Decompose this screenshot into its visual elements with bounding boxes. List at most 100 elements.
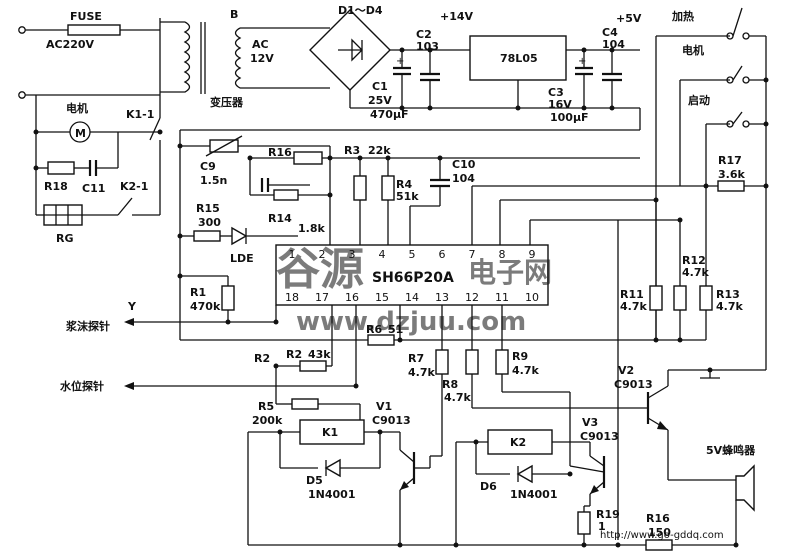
r17-resistor bbox=[717, 180, 745, 192]
r16b-value: 150 bbox=[648, 526, 671, 539]
watermark: 谷源 电子网 www.dzjuu.com bbox=[276, 244, 552, 337]
r16b-resistor bbox=[645, 539, 673, 551]
heat-label: 加热 bbox=[671, 9, 694, 23]
d6-label: D6 bbox=[480, 480, 497, 493]
c10-value: 104 bbox=[452, 172, 475, 185]
d5-label: D5 bbox=[306, 474, 323, 487]
mcu-pin-18: 18 bbox=[285, 291, 299, 304]
transformer-label: 变压器 bbox=[210, 95, 244, 109]
r7-resistor bbox=[435, 349, 449, 375]
r16b-label: R16 bbox=[646, 512, 670, 525]
r16-resistor bbox=[293, 151, 323, 165]
r5-label: R5 bbox=[258, 400, 274, 413]
bridge-diode-symbol bbox=[338, 38, 363, 62]
water-probe-arrow bbox=[124, 382, 134, 390]
y-label: Y bbox=[127, 300, 137, 313]
c2-label: C2 bbox=[416, 28, 432, 41]
r18-resistor bbox=[47, 161, 75, 175]
r11-resistor bbox=[649, 285, 663, 311]
foam-probe-arrow bbox=[124, 318, 134, 326]
r3-label: R3 bbox=[344, 144, 360, 157]
c3-label: C3 bbox=[548, 86, 564, 99]
r2-label: R2 bbox=[254, 352, 270, 365]
base-resistors-section: R7 4.7k R8 4.7k R9 4.7k bbox=[408, 305, 630, 466]
mcu-pin-17: 17 bbox=[315, 291, 329, 304]
mcu-pin-6: 6 bbox=[439, 248, 446, 261]
r11-label: R11 bbox=[620, 288, 644, 301]
watermark-url: www.dzjuu.com bbox=[296, 307, 526, 337]
r15-label: R15 bbox=[196, 202, 220, 215]
v3-label: V3 bbox=[582, 416, 598, 429]
c9-label: C9 bbox=[200, 160, 216, 173]
r3-value: 22k bbox=[368, 144, 391, 157]
ac-label: AC bbox=[252, 38, 269, 51]
pull-resistors-section: R11 4.7k R12 4.7k R13 4.7k bbox=[617, 186, 743, 540]
v2-type: C9013 bbox=[614, 378, 653, 391]
mcu-label: SH66P20A bbox=[372, 270, 454, 286]
v12-label: 12V bbox=[250, 52, 274, 65]
k2-1-label: K2-1 bbox=[120, 180, 148, 193]
k1-relay-coil bbox=[299, 419, 365, 445]
mcu-pin-11: 11 bbox=[495, 291, 509, 304]
c2-value: 103 bbox=[416, 40, 439, 53]
mcu-pin-7: 7 bbox=[469, 248, 476, 261]
water-probe-section: 水位探针 R2 R2 43k R5 200k bbox=[60, 305, 361, 427]
r19-value: 1 bbox=[598, 520, 606, 533]
r12-label: R12 bbox=[682, 254, 706, 267]
r19-resistor bbox=[577, 511, 591, 535]
v1-type: C9013 bbox=[372, 414, 411, 427]
c1-value: 470μF bbox=[370, 108, 409, 121]
r14-resistor bbox=[273, 189, 299, 201]
buzzer-driver-section: V2 C9013 5V蜂鸣器 bbox=[614, 364, 766, 540]
ac-terminal-bottom bbox=[18, 91, 26, 99]
mcu-pin-10: 10 bbox=[525, 291, 539, 304]
mcu-pin-8: 8 bbox=[499, 248, 506, 261]
transformer-primary bbox=[160, 21, 191, 93]
k2-label: K2 bbox=[510, 436, 526, 449]
r9-label: R9 bbox=[512, 350, 528, 363]
r3-resistor bbox=[353, 175, 367, 201]
r8-value: 4.7k bbox=[444, 391, 471, 404]
r9-resistor bbox=[495, 349, 509, 375]
ac220-label: AC220V bbox=[46, 38, 95, 51]
mcu-pin-4: 4 bbox=[379, 248, 386, 261]
r4-label: R4 bbox=[396, 178, 412, 191]
d6-type: 1N4001 bbox=[510, 488, 557, 501]
corner-url: http://www.go-gddq.com bbox=[600, 530, 724, 541]
r14-value: 1.8k bbox=[298, 222, 325, 235]
r6-label: R6 bbox=[366, 323, 382, 336]
transformer-b-label: B bbox=[230, 8, 238, 21]
button-section: 加热 电机 启动 bbox=[655, 7, 767, 370]
rg-label: RG bbox=[56, 232, 74, 245]
c3-value: 100μF bbox=[550, 111, 589, 124]
r15-value: 300 bbox=[198, 216, 221, 229]
c4-label: C4 bbox=[602, 26, 618, 39]
r11-value: 4.7k bbox=[620, 300, 647, 313]
mcu-pin-15: 15 bbox=[375, 291, 389, 304]
power-supply-section: D1～D4 +14V + C1 25V 470μF C2 103 78L05 +… bbox=[179, 4, 642, 340]
mcu-pin-13: 13 bbox=[435, 291, 449, 304]
r12-value: 4.7k bbox=[682, 266, 709, 279]
fuse bbox=[67, 24, 121, 36]
r17-label: R17 bbox=[718, 154, 742, 167]
regulator-label: 78L05 bbox=[500, 52, 538, 65]
c1-voltage: 25V bbox=[368, 94, 392, 107]
r13-label: R13 bbox=[716, 288, 740, 301]
watermark-cn-suffix: 电子网 bbox=[468, 256, 552, 289]
svg-text:+: + bbox=[578, 56, 586, 67]
c3-voltage: 16V bbox=[548, 98, 572, 111]
motor-button-label: 电机 bbox=[682, 43, 704, 57]
c10-label: C10 bbox=[452, 158, 476, 171]
ac-input-section: FUSE AC220V B 变压器 AC 12V bbox=[18, 8, 330, 109]
r7-label: R7 bbox=[408, 352, 424, 365]
v3-type: C9013 bbox=[580, 430, 619, 443]
r7-value: 4.7k bbox=[408, 366, 435, 379]
v5-label: +5V bbox=[616, 12, 642, 25]
r9-value: 4.7k bbox=[512, 364, 539, 377]
k2-1-switch bbox=[117, 197, 133, 216]
motor-m-label: M bbox=[75, 127, 86, 140]
